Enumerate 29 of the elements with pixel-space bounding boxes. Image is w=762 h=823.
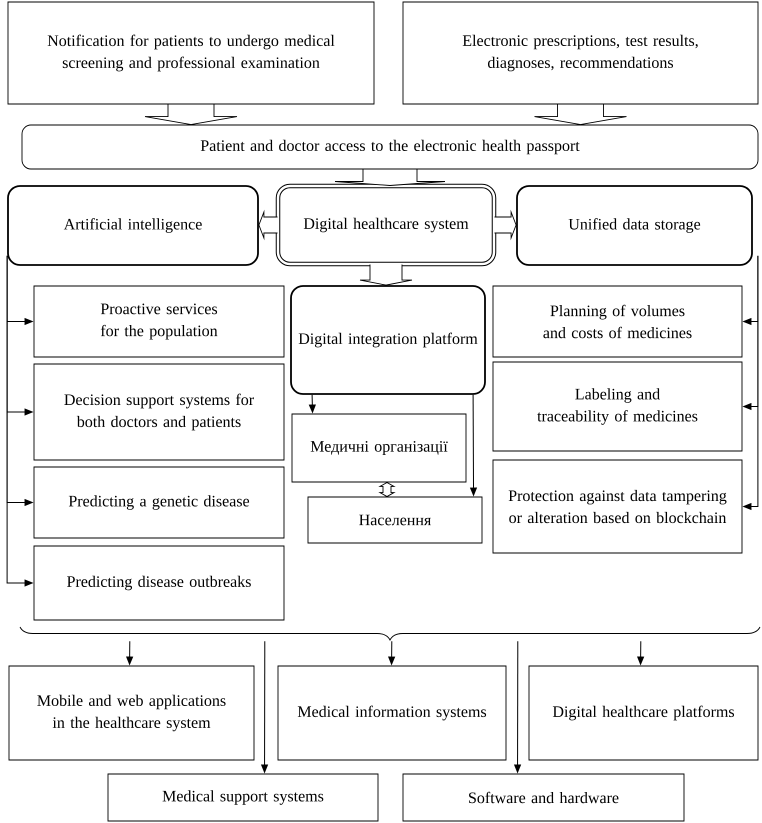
block-arrow xyxy=(360,264,412,286)
text-box: Predicting a genetic disease xyxy=(34,466,284,538)
block-arrow xyxy=(258,210,278,240)
text-box: Medical information systems xyxy=(278,666,506,760)
rounded-box: Artificial intelligence xyxy=(7,185,259,266)
brace xyxy=(20,626,760,640)
text-box: Medical support systems xyxy=(108,774,378,822)
double-border-box: Digital healthcare system xyxy=(276,184,496,266)
text-box: Planning of volumes and costs of medicines xyxy=(492,286,742,358)
block-arrow xyxy=(378,482,396,498)
text-box: Digital healthcare platforms xyxy=(528,666,758,760)
rounded-box: Patient and doctor access to the electronic health passport xyxy=(22,124,758,170)
text-box: Медичні організації xyxy=(292,414,466,482)
rounded-box: Digital integration platform xyxy=(290,285,486,395)
block-arrow xyxy=(334,169,446,186)
text-box: Населення xyxy=(308,496,482,544)
text-box: Software and hardware xyxy=(402,774,684,822)
text-box: Proactive services for the population xyxy=(34,286,284,358)
text-box: Electronic prescriptions, test results, diagnoses, recommendations xyxy=(402,2,758,104)
text-box: Mobile and web applications in the healthcare system xyxy=(8,666,254,760)
block-arrow xyxy=(144,104,238,126)
text-box: Predicting disease outbreaks xyxy=(34,546,284,620)
block-arrow xyxy=(494,210,517,240)
text-box: Notification for patients to undergo medical screening and professional examination xyxy=(8,2,374,104)
text-box: Protection against data tampering or alteration based on blockchain xyxy=(492,460,742,554)
block-arrow xyxy=(534,104,627,126)
text-box: Labeling and traceability of medicines xyxy=(492,362,742,452)
rounded-box: Unified data storage xyxy=(516,185,753,266)
text-box: Decision support systems for both doctors and patients xyxy=(34,364,284,460)
